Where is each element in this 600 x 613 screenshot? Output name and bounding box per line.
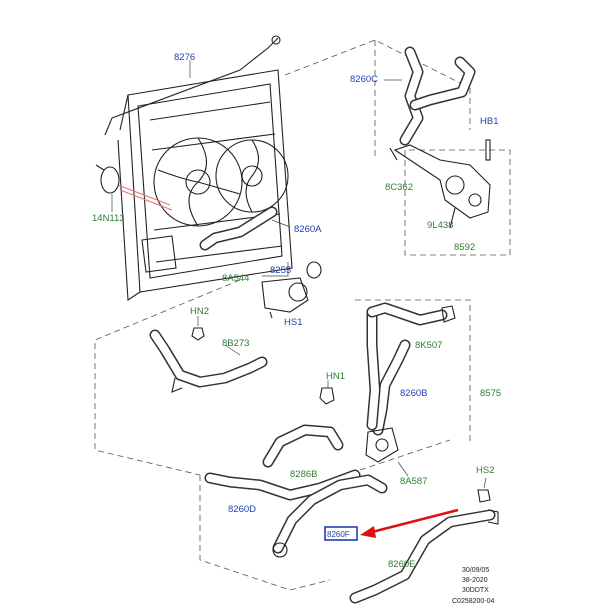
ref-line-2: 38-2020 bbox=[462, 577, 488, 584]
hose-8260E bbox=[349, 509, 499, 604]
label-8260B: 8260B bbox=[400, 388, 427, 399]
label-8K507: 8K507 bbox=[415, 340, 442, 351]
ref-line-3: 30DDTX bbox=[462, 587, 489, 594]
label-HN2: HN2 bbox=[190, 306, 209, 317]
thermostat-housing-8592 bbox=[389, 139, 491, 229]
ref-line-4: C0258200-04 bbox=[452, 598, 495, 605]
highlight-box bbox=[324, 526, 358, 541]
clamp-14N113 bbox=[95, 164, 120, 212]
vent-pipe-8276 bbox=[104, 35, 281, 136]
label-8A587: 8A587 bbox=[400, 476, 427, 487]
hose-8260F bbox=[272, 474, 388, 558]
clip-HS2 bbox=[477, 477, 491, 503]
group-outlines bbox=[94, 39, 511, 591]
label-8260D: 8260D bbox=[228, 504, 256, 515]
connector-8A587 bbox=[365, 427, 409, 477]
hose-8260C bbox=[384, 46, 476, 146]
label-8260E: 8260E bbox=[388, 559, 415, 570]
label-HS1: HS1 bbox=[284, 317, 302, 328]
hose-8286B bbox=[262, 424, 344, 468]
label-8260A: 8260A bbox=[294, 224, 322, 235]
hose-8260B bbox=[366, 302, 456, 436]
label-8C362: 8C362 bbox=[385, 182, 413, 193]
label-9L438: 9L438 bbox=[427, 220, 453, 231]
label-8260F: 8260F bbox=[327, 530, 350, 539]
label-8286B: 8286B bbox=[290, 469, 317, 480]
hose-8260D bbox=[204, 469, 361, 501]
ref-line-1: 30/09/05 bbox=[462, 567, 489, 574]
label-8575: 8575 bbox=[480, 388, 501, 399]
label-8276: 8276 bbox=[174, 52, 195, 63]
label-HN1: HN1 bbox=[326, 371, 345, 382]
radiator-fan-assembly bbox=[117, 69, 293, 301]
part-labels: 8276 8260C HB1 8C362 9L438 8592 14N113 8… bbox=[92, 52, 501, 570]
water-pump-8A544 bbox=[261, 261, 322, 319]
label-8260C: 8260C bbox=[350, 74, 378, 85]
hose-8B273 bbox=[149, 329, 268, 393]
label-14N113: 14N113 bbox=[92, 213, 125, 224]
label-8592: 8592 bbox=[454, 242, 475, 253]
label-HS2: HS2 bbox=[476, 465, 494, 476]
nut-HN2 bbox=[191, 316, 205, 341]
label-8B273: 8B273 bbox=[222, 338, 249, 349]
bracket-HN1 bbox=[319, 380, 335, 405]
red-pointer-arrow bbox=[360, 508, 459, 538]
label-8255: 8255 bbox=[270, 265, 291, 276]
label-HB1: HB1 bbox=[480, 116, 498, 127]
reference-block: 30/09/05 38-2020 30DDTX C0258200-04 bbox=[452, 567, 495, 605]
label-8A544: 8A544 bbox=[222, 273, 249, 284]
hose-8260A bbox=[199, 206, 291, 251]
